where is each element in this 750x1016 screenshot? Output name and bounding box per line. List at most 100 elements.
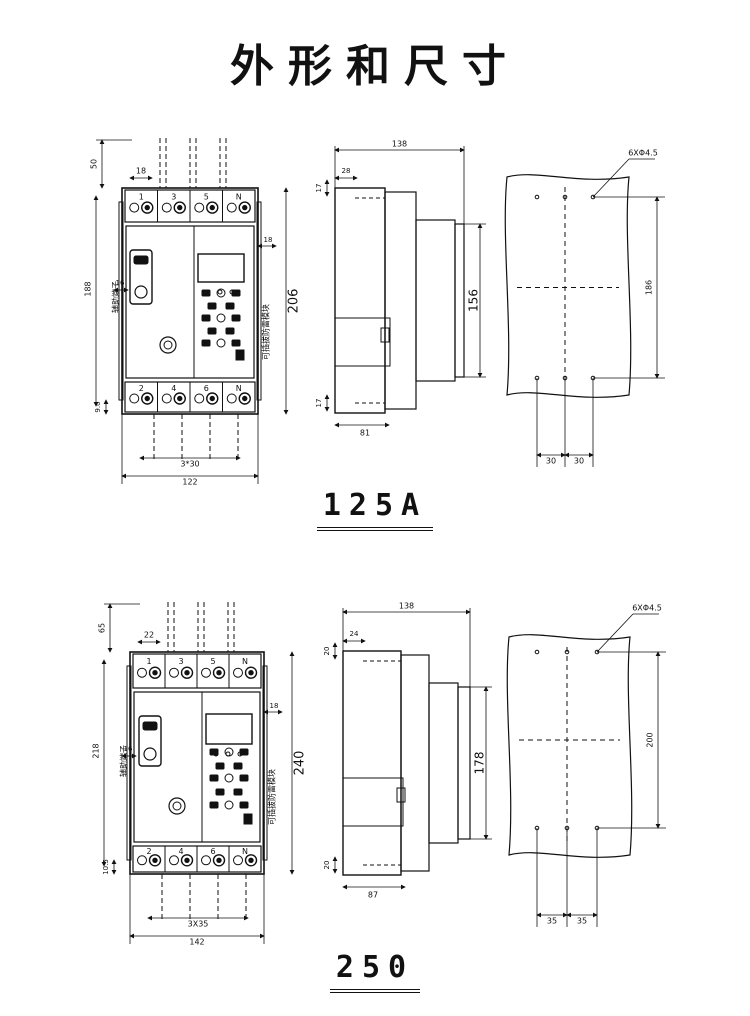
drawing-rect [215,788,225,796]
drawing-circle [129,393,140,404]
drawing-rect [239,774,249,782]
caption-125a-text: 125A [316,488,434,531]
drawing-rect [396,787,406,803]
drawing-circle [224,773,234,783]
terminal-number: 3 [178,657,183,666]
terminal-number: 6 [204,384,209,393]
drawing-rect [207,327,217,335]
drawing-circle [238,201,251,214]
drawing-circle [206,392,219,405]
drawing-circle [201,667,211,678]
drawing-circle [137,855,147,866]
drawing-rect [118,201,124,401]
dimension-label: 17 [315,399,323,408]
aux-terminal-label: 辅助端子 [119,745,129,777]
drawing-rect [231,339,241,347]
drawing-rect [201,314,211,322]
dimension-label: 18 [136,167,146,176]
dimension-label: 6XΦ4.5 [628,149,658,158]
drawing-rect [400,654,430,872]
dimension-label: 3*30 [180,460,199,469]
dimension-label: 24 [350,630,359,638]
dimension-label: 28 [342,167,351,175]
drawing-circle [163,340,173,350]
terminal-number: 1 [146,657,151,666]
drawing-rect [342,777,404,827]
terminal-number: 4 [171,384,176,393]
drawing-rect [126,665,132,861]
dimension-label: 20 [323,861,331,870]
terminal-number: 2 [139,384,144,393]
terminal-number: N [242,657,248,666]
dimension-label: 9.0 [94,401,102,412]
dimension-label: 138 [399,602,414,611]
drawing-rect [384,191,417,410]
drawing-circle [534,194,540,200]
drawing-circle [242,395,248,402]
surge-module-label: 可插拔防雷模块 [267,769,277,825]
dimension-label: 16 [124,745,133,753]
drawing-circle [194,393,205,404]
drawing-rect [209,748,219,756]
drawing-circle [148,666,162,679]
dimension-label: 156 [467,289,481,312]
drawing-rect [233,762,243,770]
drawing-circle [212,854,226,867]
drawing-circle [248,857,254,863]
dimension-label: 240 [293,751,308,776]
drawing-circle [177,395,183,402]
drawing-rect [125,225,255,379]
drawing-rect [231,289,241,297]
dimension-label: 35 [577,917,587,926]
drawing-rect [457,686,471,840]
dimension-label: 16 [116,279,125,287]
drawing-rect [239,748,249,756]
drawing-line [592,158,630,198]
terminal-number: 3 [171,193,176,202]
drawing-circle [238,392,251,405]
caption-125a: 125A [0,488,750,531]
dimension-label: 138 [392,140,407,149]
drawing-circle [161,202,172,213]
drawing-rect [233,788,243,796]
drawing-circle [129,202,140,213]
drawing-circle [206,201,219,214]
drawing-circle [248,670,254,676]
terminal-number: 5 [204,193,209,202]
dimension-label: 22 [144,631,154,640]
terminal-number: 1 [139,193,144,202]
dimension-label: 3X35 [188,920,209,929]
drawing-rect [129,651,265,875]
dimension-label: 200 [646,732,655,747]
drawing-rect [454,223,465,378]
drawing-circle [209,395,215,402]
drawing-circle [216,338,226,348]
drawing-rect [215,762,225,770]
page-title: 外形和尺寸 [230,41,520,92]
dimension-label: 188 [84,281,93,296]
drawing-circle [172,801,182,811]
drawing-circle [152,857,158,863]
dimension-label: 218 [92,743,101,758]
terminal-number: N [236,193,242,202]
drawing-circle [184,857,190,863]
dimension-label: 20 [323,647,331,656]
drawing-circle [173,392,186,405]
drawing-rect [334,317,391,367]
terminal-number: N [242,847,248,856]
drawing-circle [177,204,183,211]
dimension-label: 206 [287,289,302,314]
terminal-number: 4 [178,847,183,856]
drawing-circle [159,336,177,354]
drawing-circle [534,649,540,655]
drawing-rect [138,715,162,767]
terminal-number: 6 [210,847,215,856]
drawing-circle [224,800,234,810]
drawing-circle [144,395,150,402]
drawing-circle [148,854,162,867]
drawing-rect [142,721,158,731]
drawing-rect [334,187,386,414]
drawing-rect [207,302,217,310]
